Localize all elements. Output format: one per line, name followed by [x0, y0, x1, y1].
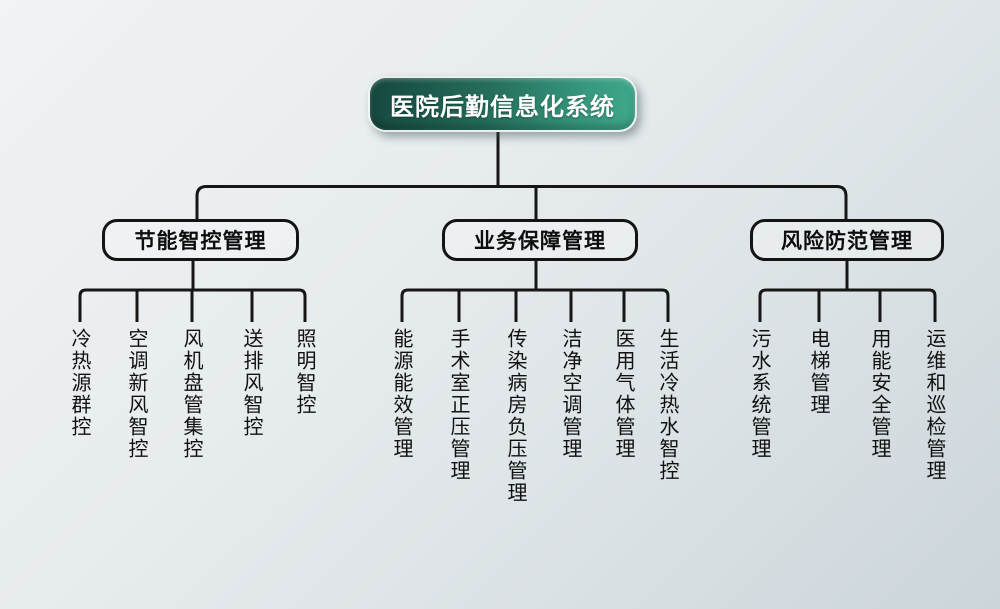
leaf-node: 照明智控	[293, 328, 317, 416]
leaf-node: 污水系统管理	[748, 328, 772, 460]
branch-node-business-support: 业务保障管理	[442, 219, 638, 261]
leaf-node: 风机盘管集控	[180, 328, 204, 460]
branch-node-risk-prevention: 风险防范管理	[750, 219, 944, 261]
leaf-node: 空调新风智控	[125, 328, 149, 460]
root-node-label: 医院后勤信息化系统	[390, 92, 615, 121]
root-node: 医院后勤信息化系统	[368, 76, 637, 132]
leaf-node: 生活冷热水智控	[656, 328, 680, 482]
branch-node-energy-saving: 节能智控管理	[102, 219, 299, 261]
leaf-node: 传染病房负压管理	[504, 328, 528, 504]
branch-node-label: 节能智控管理	[134, 229, 267, 253]
branch-node-label: 风险防范管理	[781, 229, 913, 253]
leaf-node: 用能安全管理	[868, 328, 892, 460]
leaf-node: 冷热源群控	[68, 328, 92, 438]
branch-node-label: 业务保障管理	[474, 229, 606, 253]
leaf-node: 运维和巡检管理	[923, 328, 947, 482]
leaf-node: 能源能效管理	[390, 328, 414, 460]
leaf-node: 洁净空调管理	[559, 328, 583, 460]
leaf-node: 电梯管理	[807, 328, 831, 416]
leaf-node: 送排风智控	[240, 328, 264, 438]
leaf-node: 医用气体管理	[612, 328, 636, 460]
leaf-node: 手术室正压管理	[447, 328, 471, 482]
